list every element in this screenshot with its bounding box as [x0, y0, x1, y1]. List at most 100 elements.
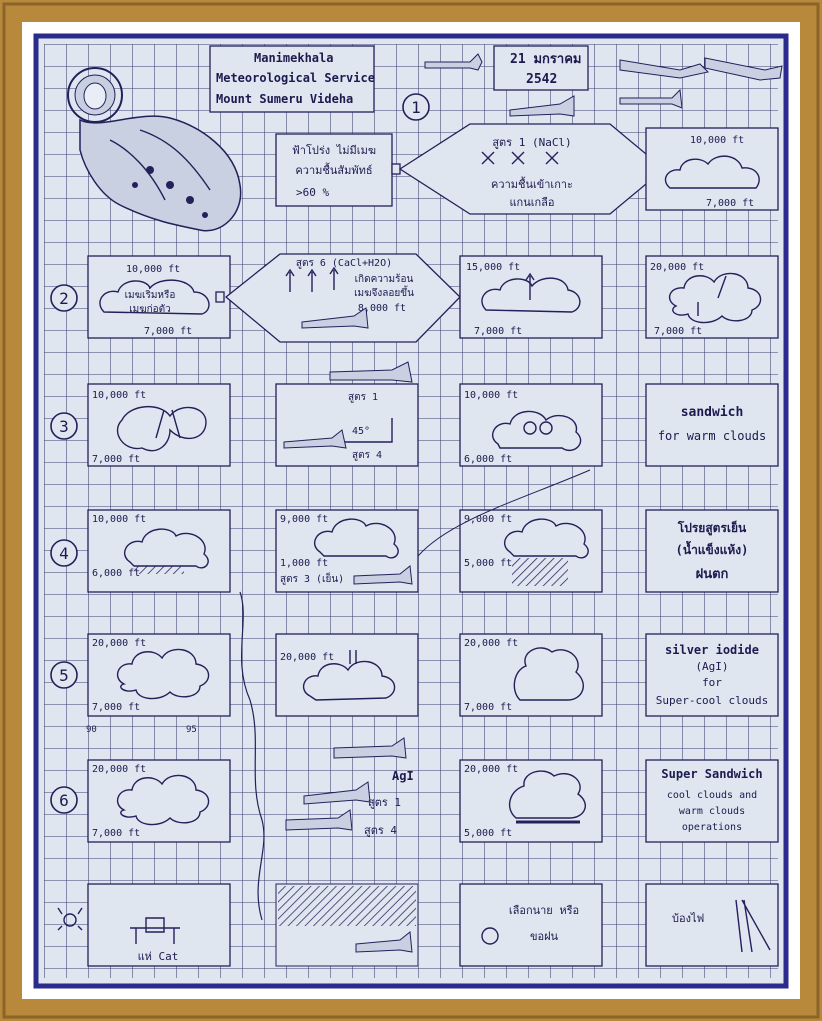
svg-text:สูตร 1 (NaCl): สูตร 1 (NaCl) — [492, 136, 571, 149]
svg-text:7,000 ft: 7,000 ft — [654, 326, 702, 337]
svg-text:20,000 ft: 20,000 ft — [280, 652, 334, 663]
row2-right-box: 20,000 ft 7,000 ft — [646, 256, 778, 338]
svg-text:7,000 ft: 7,000 ft — [92, 454, 140, 465]
step-6: 6 — [59, 791, 69, 810]
row6-right-box: Super Sandwich cool clouds and warm clou… — [646, 760, 778, 842]
header-date: 21 มกราคม 2542 — [494, 46, 588, 90]
row4-mid-box: 9,000 ft 5,000 ft — [460, 510, 602, 592]
row1-cloud-box: 10,000 ft 7,000 ft — [646, 128, 778, 210]
step-4: 4 — [59, 544, 69, 563]
svg-text:ฝนตก: ฝนตก — [696, 567, 729, 582]
svg-text:สูตร 1: สูตร 1 — [368, 796, 401, 809]
svg-text:10,000 ft: 10,000 ft — [92, 390, 146, 401]
svg-text:5,000 ft: 5,000 ft — [464, 558, 512, 569]
org-line2: Meteorological Service — [216, 71, 375, 85]
svg-text:silver iodide: silver iodide — [665, 643, 759, 657]
svg-text:45°: 45° — [352, 426, 370, 437]
svg-text:7,000 ft: 7,000 ft — [92, 828, 140, 839]
svg-text:sandwich: sandwich — [681, 405, 744, 420]
axis-label-95: 95 — [186, 725, 197, 735]
row5-left-box: 20,000 ft 7,000 ft — [88, 634, 230, 716]
svg-text:สูตร 1: สูตร 1 — [348, 392, 378, 403]
svg-text:โปรยสูตรเย็น: โปรยสูตรเย็น — [677, 520, 747, 536]
step-5: 5 — [59, 666, 69, 685]
header-org: Manimekhala Meteorological Service Mount… — [210, 46, 375, 112]
svg-text:ความชื้นเข้าเกาะ: ความชื้นเข้าเกาะ — [491, 176, 573, 191]
svg-text:10,000 ft: 10,000 ft — [464, 390, 518, 401]
svg-text:1,000 ft: 1,000 ft — [280, 558, 328, 569]
svg-text:Super Sandwich: Super Sandwich — [661, 767, 762, 781]
svg-text:for: for — [702, 676, 722, 689]
svg-text:แห่ Cat: แห่ Cat — [138, 950, 179, 963]
row7-rocket-box: บ้องไฟ — [646, 884, 778, 966]
step-3: 3 — [59, 417, 69, 436]
svg-text:6,000 ft: 6,000 ft — [92, 568, 140, 579]
svg-text:6,000 ft: 6,000 ft — [464, 454, 512, 465]
row2-cloud-box: 10,000 ft เมฆเริ่มหรือ เมฆก่อตัว 7,000 f… — [88, 256, 230, 338]
row4-left-box: 10,000 ft 6,000 ft — [88, 510, 230, 592]
row2-mid-box: 15,000 ft 7,000 ft — [460, 256, 602, 338]
row6-mid-box: 20,000 ft 5,000 ft — [460, 760, 602, 842]
row5-right-box: silver iodide (AgI) for Super-cool cloud… — [646, 634, 778, 716]
svg-text:7,000 ft: 7,000 ft — [144, 326, 192, 337]
svg-text:(AgI): (AgI) — [695, 660, 728, 673]
step-1: 1 — [411, 98, 421, 117]
svg-text:10,000 ft: 10,000 ft — [92, 514, 146, 525]
svg-text:warm clouds: warm clouds — [679, 806, 745, 817]
row7-hatched-panel — [276, 884, 418, 966]
row7-frog-box: เลือกนาย หรือ ขอฝน — [460, 884, 602, 966]
svg-text:แกนเกลือ: แกนเกลือ — [509, 196, 554, 209]
svg-text:15,000 ft: 15,000 ft — [466, 262, 520, 273]
svg-text:เกิดความร้อน: เกิดความร้อน — [355, 273, 414, 285]
svg-text:เมฆเริ่มหรือ: เมฆเริ่มหรือ — [125, 287, 176, 301]
svg-text:สูตร 3 (เย็น): สูตร 3 (เย็น) — [280, 571, 344, 585]
svg-text:ความชื้นสัมพัทธ์: ความชื้นสัมพัทธ์ — [295, 162, 372, 177]
svg-text:20,000 ft: 20,000 ft — [464, 764, 518, 775]
row3-left-box: 10,000 ft 7,000 ft — [88, 384, 230, 466]
svg-text:ฟ้าโปร่ง ไม่มีเมฆ: ฟ้าโปร่ง ไม่มีเมฆ — [292, 143, 376, 157]
svg-text:สูตร 4: สูตร 4 — [352, 450, 382, 461]
svg-text:10,000 ft: 10,000 ft — [126, 264, 180, 275]
date-line1: 21 มกราคม — [510, 52, 581, 67]
date-line2: 2542 — [526, 72, 557, 87]
row7-cat-box: แห่ Cat — [88, 884, 230, 966]
svg-text:7,000 ft: 7,000 ft — [474, 326, 522, 337]
svg-text:บ้องไฟ: บ้องไฟ — [672, 912, 704, 925]
row4-center-box: 9,000 ft 1,000 ft สูตร 3 (เย็น) — [276, 510, 418, 592]
svg-text:20,000 ft: 20,000 ft — [92, 764, 146, 775]
svg-text:สูตร 4: สูตร 4 — [364, 824, 397, 837]
row3-right-box: sandwich for warm clouds — [646, 384, 778, 466]
svg-text:5,000 ft: 5,000 ft — [464, 828, 512, 839]
row5-mid-box: 20,000 ft 7,000 ft — [460, 634, 602, 716]
row4-right-box: โปรยสูตรเย็น (น้ำแข็งแห้ง) ฝนตก — [646, 510, 778, 592]
svg-text:operations: operations — [682, 822, 742, 833]
svg-text:เมฆจึงลอยขึ้น: เมฆจึงลอยขึ้น — [354, 285, 414, 299]
svg-text:สูตร 6 (CaCl+H2O): สูตร 6 (CaCl+H2O) — [296, 258, 392, 269]
svg-text:9,000 ft: 9,000 ft — [280, 514, 328, 525]
row6-left-box: 20,000 ft 7,000 ft — [88, 760, 230, 842]
svg-text:7,000 ft: 7,000 ft — [92, 702, 140, 713]
svg-text:(น้ำแข็งแห้ง): (น้ำแข็งแห้ง) — [676, 540, 749, 557]
svg-text:7,000 ft: 7,000 ft — [464, 702, 512, 713]
svg-text:cool clouds and: cool clouds and — [667, 790, 757, 801]
svg-text:เลือกนาย หรือ: เลือกนาย หรือ — [509, 904, 579, 917]
axis-label-90: 90 — [86, 725, 97, 735]
svg-text:AgI: AgI — [392, 769, 414, 783]
svg-text:7,000 ft: 7,000 ft — [706, 198, 754, 209]
svg-text:for warm clouds: for warm clouds — [658, 429, 766, 443]
svg-text:20,000 ft: 20,000 ft — [650, 262, 704, 273]
svg-text:10,000 ft: 10,000 ft — [690, 135, 744, 146]
org-line3: Mount Sumeru Videha — [216, 92, 353, 106]
svg-text:20,000 ft: 20,000 ft — [92, 638, 146, 649]
svg-text:ขอฝน: ขอฝน — [530, 930, 559, 943]
row3-mid-box: 10,000 ft 6,000 ft — [460, 384, 602, 466]
row5-center-box: 20,000 ft — [276, 634, 418, 716]
step-2: 2 — [59, 289, 69, 308]
svg-text:20,000 ft: 20,000 ft — [464, 638, 518, 649]
row1-condition-box: ฟ้าโปร่ง ไม่มีเมฆ ความชื้นสัมพัทธ์ >60 % — [276, 134, 400, 206]
svg-text:เมฆก่อตัว: เมฆก่อตัว — [129, 304, 171, 315]
svg-text:Super-cool clouds: Super-cool clouds — [656, 694, 769, 707]
svg-text:>60 %: >60 % — [296, 186, 329, 199]
org-line1: Manimekhala — [254, 51, 333, 65]
